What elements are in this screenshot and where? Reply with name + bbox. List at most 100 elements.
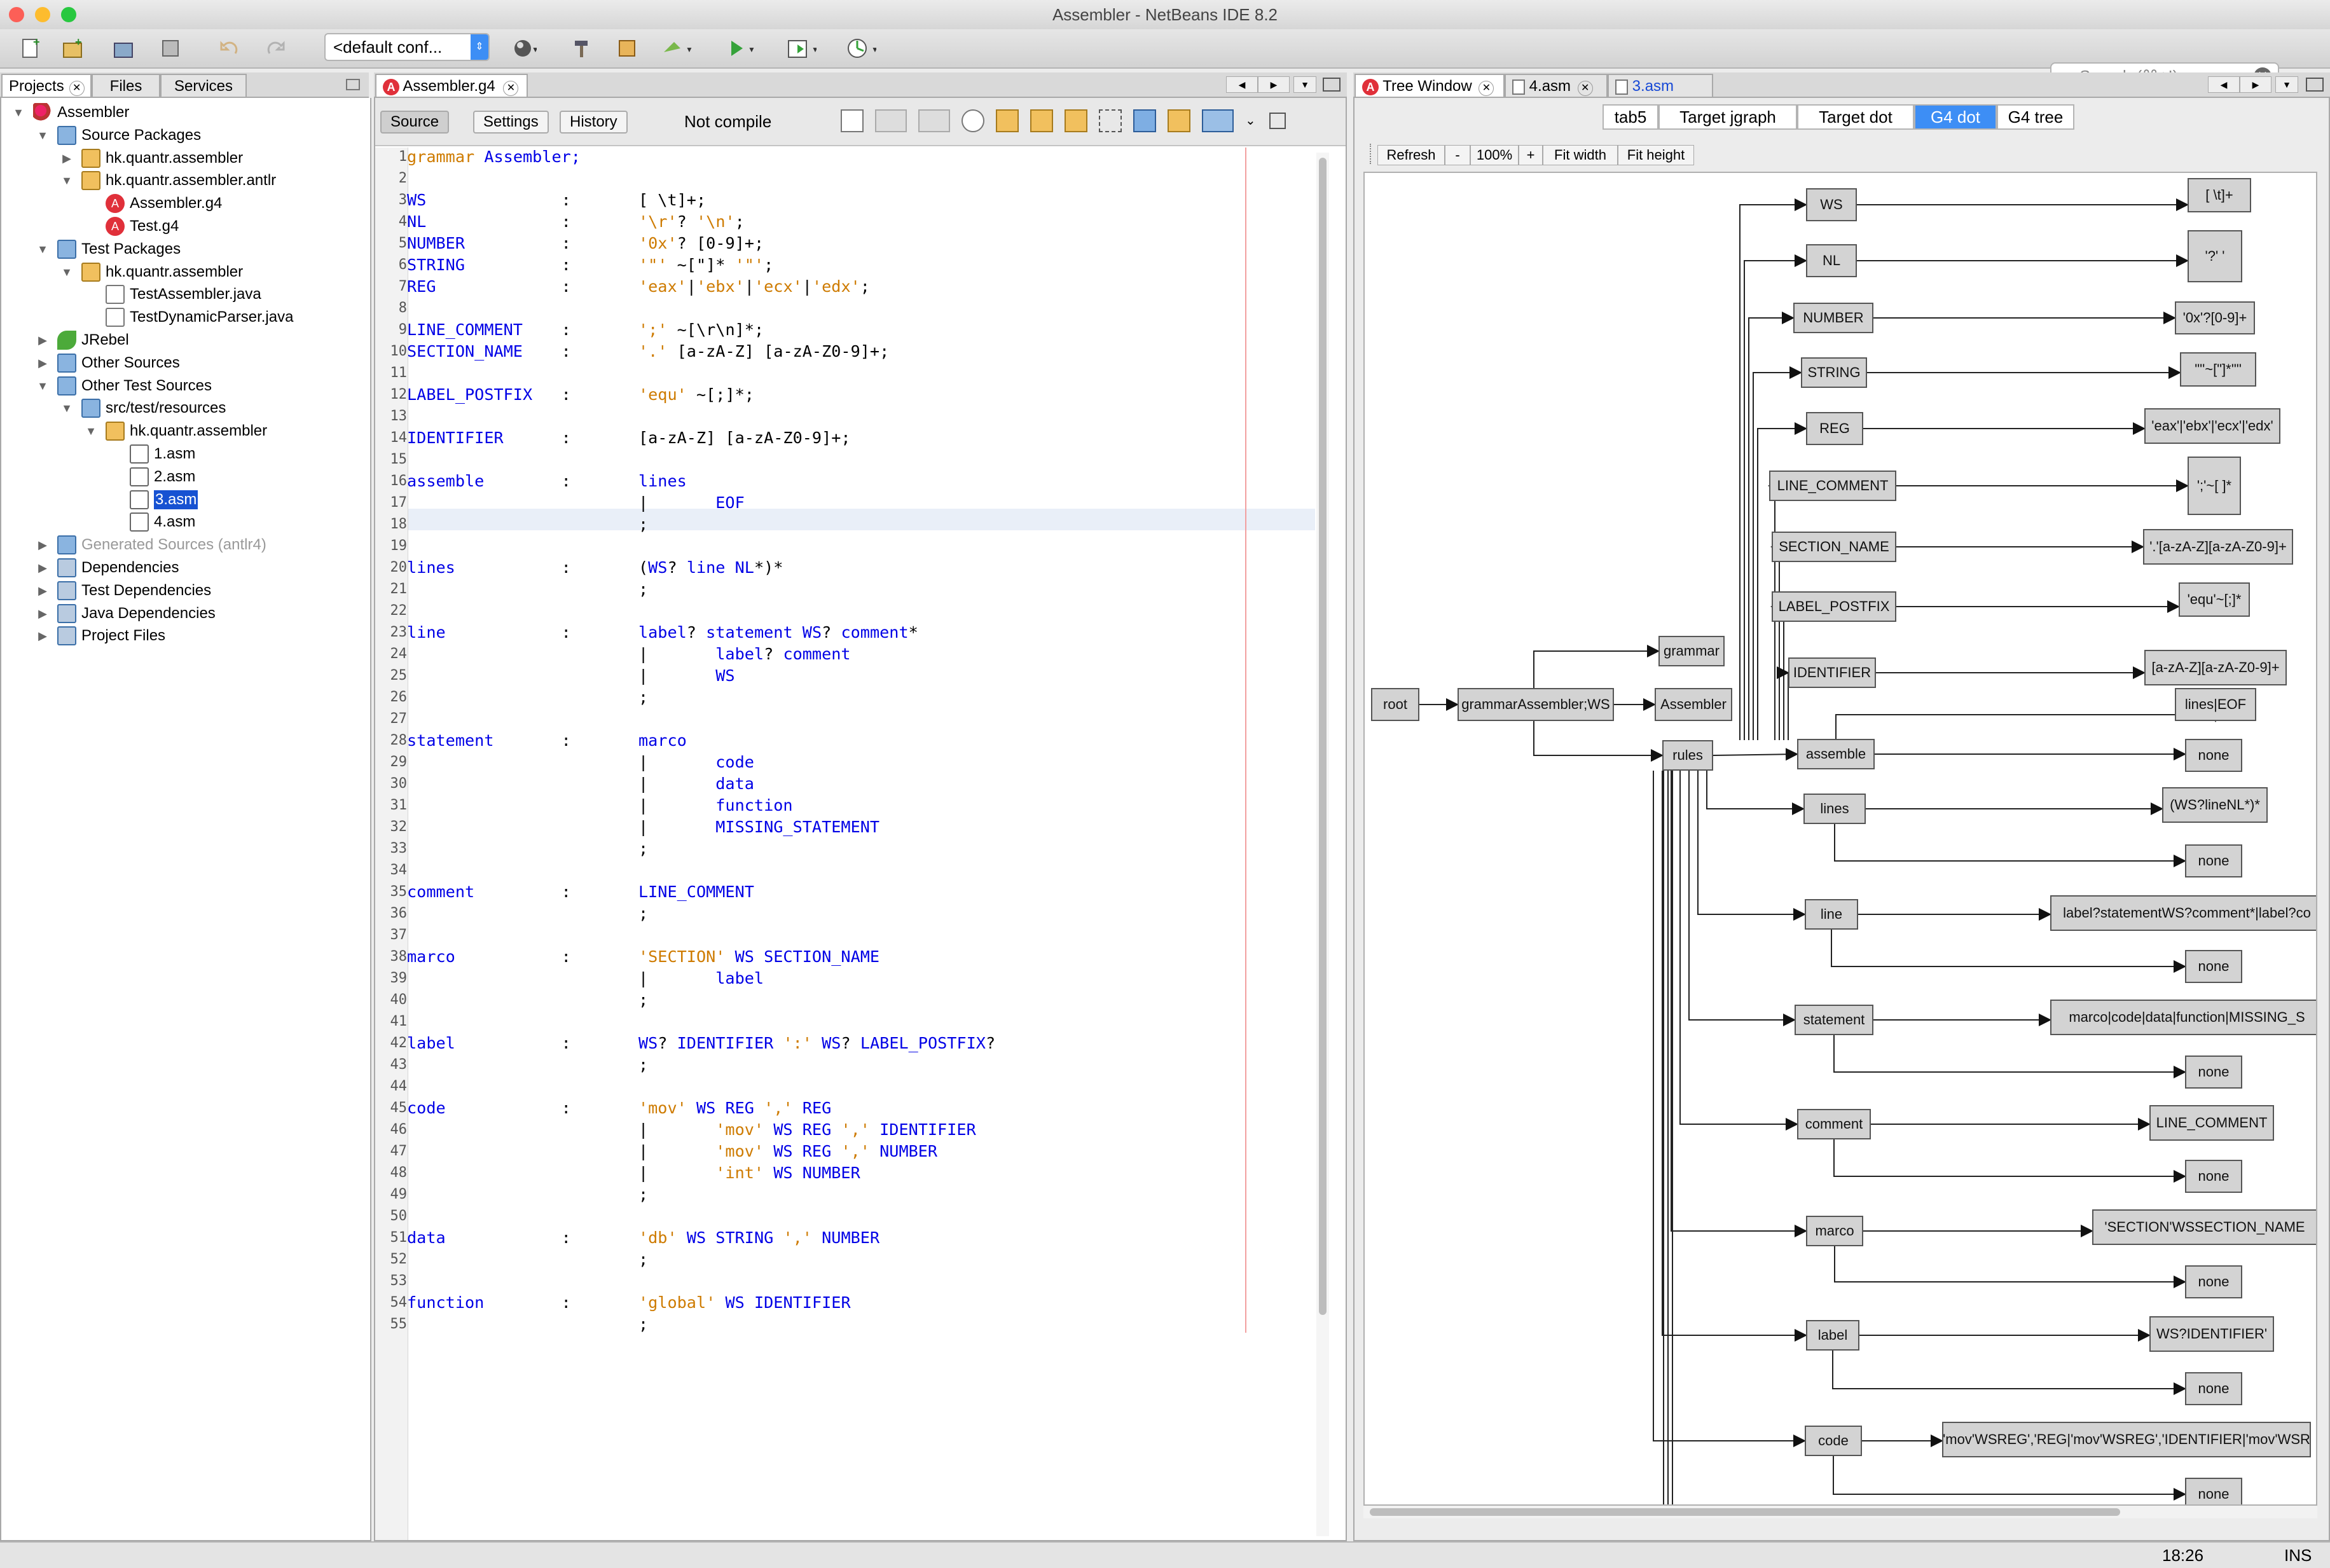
- graph-node-comment-v[interactable]: LINE_COMMENT: [2149, 1105, 2274, 1141]
- expanded-arrow-icon[interactable]: ▼: [61, 174, 72, 188]
- scroll-tabs-left-icon[interactable]: ◀: [1226, 76, 1258, 93]
- tab-files[interactable]: Files: [92, 74, 160, 97]
- toggle-highlight-icon[interactable]: [1065, 109, 1087, 132]
- tab-assembler-g4[interactable]: A Assembler.g4 ✕: [375, 74, 528, 97]
- close-window-icon[interactable]: [9, 7, 24, 22]
- graph-node-statement[interactable]: statement: [1795, 1005, 1873, 1035]
- graph-node-comment[interactable]: comment: [1797, 1109, 1871, 1139]
- zoom-window-icon[interactable]: [61, 7, 76, 22]
- graph-hscrollbar-thumb[interactable]: [1370, 1508, 2120, 1516]
- graph-node-sn[interactable]: SECTION_NAME: [1772, 532, 1896, 562]
- zoom-button-fit-height[interactable]: Fit height: [1618, 145, 1694, 165]
- find-icon[interactable]: [962, 109, 984, 132]
- graph-node-line-n[interactable]: none: [2185, 950, 2242, 983]
- collapsed-arrow-icon[interactable]: ▶: [38, 561, 47, 574]
- expanded-arrow-icon[interactable]: ▼: [37, 379, 48, 392]
- graph-node-nl-v[interactable]: '?' ': [2188, 230, 2242, 282]
- tree-item-assembler[interactable]: ▼Assembler: [9, 103, 129, 122]
- zoom-button-fit-width[interactable]: Fit width: [1543, 145, 1618, 165]
- graph-node-lp-v[interactable]: 'equ'~[;]*: [2179, 582, 2250, 617]
- more-actions-icon[interactable]: ⌄: [1245, 114, 1256, 128]
- zoom-button-zoom-in[interactable]: +: [1519, 145, 1543, 165]
- tree-item-java-dependencies[interactable]: ▶Java Dependencies: [33, 603, 216, 623]
- tab-tree-window[interactable]: A Tree Window ✕: [1355, 74, 1505, 97]
- tab-3-asm[interactable]: 3.asm: [1608, 74, 1713, 97]
- graph-node-marco-v[interactable]: 'SECTION'WSSECTION_NAME: [2092, 1209, 2316, 1245]
- segment-target-jgraph[interactable]: Target jgraph: [1658, 104, 1797, 130]
- zoom-button-zoom-out[interactable]: -: [1445, 145, 1470, 165]
- collapsed-arrow-icon[interactable]: ▶: [38, 584, 47, 597]
- graph-node-code[interactable]: code: [1805, 1426, 1862, 1456]
- graph-node-string-v[interactable]: '"'~["]*'"': [2180, 352, 2256, 387]
- toggle-rect-selection-icon[interactable]: [1099, 109, 1122, 132]
- graph-node-label-v[interactable]: WS?IDENTIFIER': [2149, 1316, 2274, 1352]
- tree-item-4-asm[interactable]: 4.asm: [106, 512, 195, 532]
- graph-node-line-v[interactable]: label?statementWS?comment*|label?co: [2050, 895, 2316, 931]
- expanded-arrow-icon[interactable]: ▼: [61, 402, 72, 415]
- collapsed-arrow-icon[interactable]: ▶: [38, 356, 47, 369]
- graph-node-ws-v[interactable]: [ \t]+: [2188, 178, 2251, 212]
- split-editor-icon[interactable]: [1269, 113, 1286, 129]
- zoom-button-zoom-reset[interactable]: 100%: [1470, 145, 1519, 165]
- close-tab-icon[interactable]: ✕: [1577, 81, 1593, 96]
- graph-node-line[interactable]: line: [1805, 899, 1858, 930]
- graph-node-lines-n[interactable]: none: [2185, 844, 2242, 877]
- segment-g4-dot[interactable]: G4 dot: [1914, 104, 1997, 130]
- expanded-arrow-icon[interactable]: ▼: [37, 242, 48, 256]
- graph-node-lines[interactable]: lines: [1803, 794, 1866, 824]
- collapsed-arrow-icon[interactable]: ▶: [62, 151, 71, 165]
- tab-4-asm[interactable]: 4.asm ✕: [1505, 74, 1608, 97]
- graph-node-root[interactable]: root: [1371, 688, 1419, 721]
- tree-item-2-asm[interactable]: 2.asm: [106, 467, 195, 486]
- graph-node-number-v[interactable]: '0x'?[0-9]+: [2175, 301, 2255, 334]
- graph-node-ident-v[interactable]: [a-zA-Z][a-zA-Z0-9]+: [2144, 650, 2287, 685]
- new-file-icon[interactable]: +: [15, 34, 46, 62]
- tree-item-generated-sources-antlr4-[interactable]: ▶Generated Sources (antlr4): [33, 535, 266, 555]
- graph-node-marco-n[interactable]: none: [2185, 1265, 2242, 1298]
- graph-node-ident[interactable]: IDENTIFIER: [1788, 657, 1876, 688]
- graph-node-assemble[interactable]: assemble: [1797, 739, 1875, 769]
- tree-item-hk-quantr-assembler-antlr[interactable]: ▼hk.quantr.assembler.antlr: [57, 171, 276, 191]
- minimize-window-icon[interactable]: [35, 7, 50, 22]
- maximize-panel-icon[interactable]: [2306, 78, 2324, 92]
- config-select[interactable]: <default conf...⇕: [324, 33, 490, 61]
- tree-item-3-asm[interactable]: 3.asm: [106, 490, 198, 509]
- graph-node-statement-n[interactable]: none: [2185, 1056, 2242, 1089]
- graph-hscrollbar[interactable]: [1363, 1506, 2317, 1518]
- graph-node-nl[interactable]: NL: [1806, 244, 1857, 277]
- collapsed-arrow-icon[interactable]: ▶: [38, 629, 47, 643]
- graph-node-assemble-n[interactable]: none: [2185, 739, 2242, 772]
- graph-node-lc[interactable]: LINE_COMMENT: [1769, 471, 1896, 501]
- tree-item-source-packages[interactable]: ▼Source Packages: [33, 125, 201, 145]
- minimize-panel-icon[interactable]: [346, 79, 360, 90]
- editor-scrollbar-thumb[interactable]: [1319, 158, 1327, 1315]
- graph-node-assembler[interactable]: Assembler: [1655, 688, 1732, 721]
- open-project-icon[interactable]: [108, 34, 139, 62]
- graph-node-label-n[interactable]: none: [2185, 1372, 2242, 1405]
- expanded-arrow-icon[interactable]: ▼: [13, 106, 24, 119]
- collapsed-arrow-icon[interactable]: ▶: [38, 607, 47, 620]
- profile-icon[interactable]: ▼: [846, 34, 876, 62]
- splitter[interactable]: [1347, 72, 1353, 1541]
- forward-icon[interactable]: [918, 109, 950, 132]
- tree-item-1-asm[interactable]: 1.asm: [106, 444, 195, 464]
- segment-tab5[interactable]: tab5: [1603, 104, 1658, 130]
- find-next-icon[interactable]: [1030, 109, 1053, 132]
- last-edit-icon[interactable]: [841, 109, 864, 132]
- tree-item-testdynamicparser-java[interactable]: TestDynamicParser.java: [81, 308, 293, 327]
- graph-node-string[interactable]: STRING: [1801, 357, 1867, 388]
- graph-node-statement-v[interactable]: marco|code|data|function|MISSING_S: [2050, 1000, 2316, 1035]
- graph-node-marco[interactable]: marco: [1806, 1216, 1863, 1246]
- tree-item-hk-quantr-assembler[interactable]: ▼hk.quantr.assembler: [57, 262, 243, 282]
- graph-node-reg-v[interactable]: 'eax'|'ebx'|'ecx'|'edx': [2144, 408, 2280, 444]
- collapsed-arrow-icon[interactable]: ▶: [38, 539, 47, 552]
- graph-node-rules[interactable]: rules: [1662, 740, 1713, 771]
- editor-scrollbar[interactable]: [1316, 153, 1329, 1536]
- graph-node-lc-v[interactable]: ';'~[ ]*: [2188, 457, 2241, 515]
- new-project-icon[interactable]: +: [57, 34, 88, 62]
- scroll-tabs-left-icon[interactable]: ◀: [2208, 76, 2240, 93]
- tree-item-other-test-sources[interactable]: ▼Other Test Sources: [33, 376, 212, 395]
- undo-icon[interactable]: [214, 34, 244, 62]
- maximize-editor-icon[interactable]: [1323, 78, 1341, 92]
